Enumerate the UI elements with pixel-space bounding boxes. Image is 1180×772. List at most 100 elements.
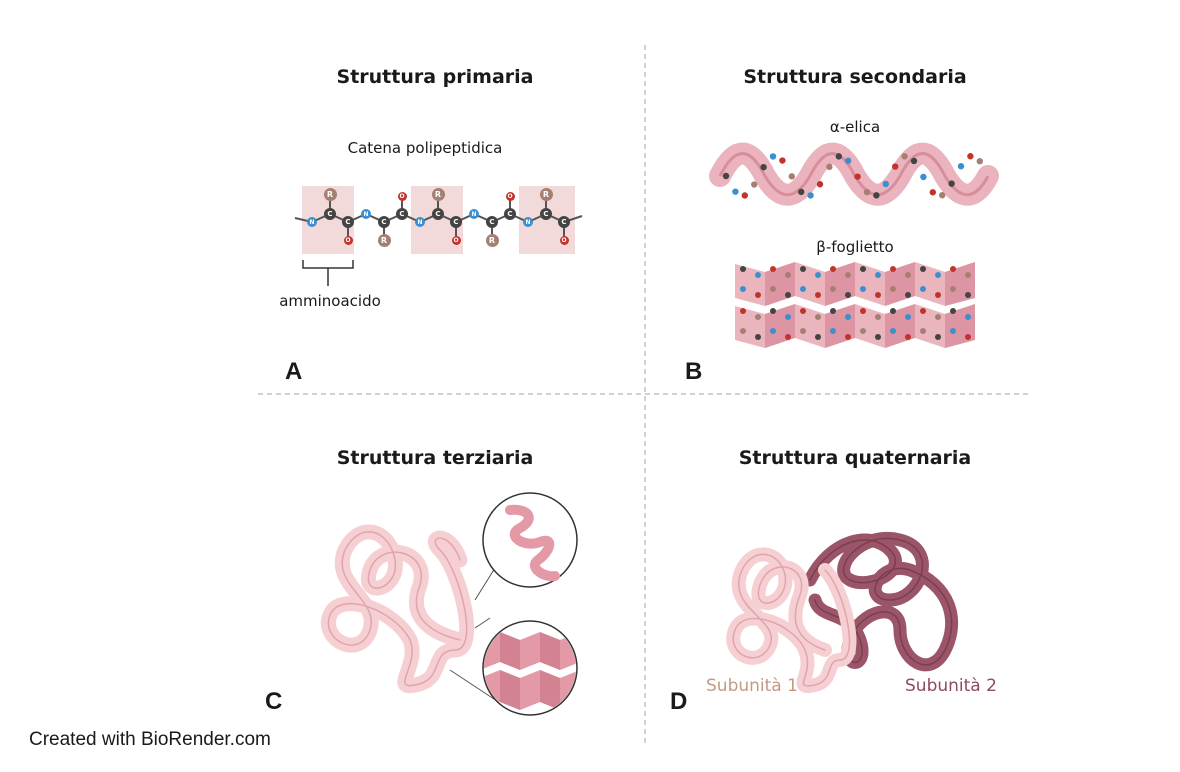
panel-a-subtitle: Catena polipeptidica [347, 139, 503, 157]
helix-atom [732, 188, 739, 195]
sheet-atom [740, 308, 746, 314]
helix-atom [882, 180, 889, 188]
sheet-atom [935, 334, 941, 340]
sheet-atom [785, 272, 791, 278]
atom-n: N [361, 209, 371, 219]
sheet-atom [890, 328, 896, 334]
sheet-atom [755, 314, 761, 320]
sheet-atom [920, 266, 926, 272]
sheet-atom [965, 314, 971, 320]
helix-atom [816, 181, 824, 188]
helix-atom [741, 192, 748, 199]
amminoacido-bracket [302, 260, 354, 286]
panel-d-letter: D [670, 688, 688, 715]
sheet-atom [755, 272, 761, 278]
panel-d-title: Struttura quaternaria [738, 447, 972, 469]
helix-atom [722, 172, 730, 180]
beta-sheet [735, 262, 975, 348]
helix-atom [807, 192, 814, 199]
sheet-atom [845, 334, 851, 340]
helix-atom [760, 163, 767, 171]
amminoacido-label: amminoacido [279, 292, 381, 310]
atom-n: N [415, 217, 425, 227]
helix-atom [788, 173, 795, 180]
sheet-atom [965, 334, 971, 340]
atom-o: O [397, 191, 407, 201]
sheet-atom [950, 328, 956, 334]
atom-r: R [485, 233, 499, 247]
sheet-atom [830, 286, 836, 292]
atom-c: C [342, 216, 354, 228]
sheet-atom [755, 292, 761, 298]
atom-o: O [559, 235, 569, 245]
sheet-atom [860, 286, 866, 292]
helix-atom [826, 163, 833, 171]
sheet-atom [875, 334, 881, 340]
sheet-atom [890, 266, 896, 272]
sheet-atom [950, 286, 956, 292]
beta-sheet-label: β-foglietto [816, 238, 894, 256]
atom-c: C [324, 208, 336, 220]
sheet-atom [935, 314, 941, 320]
sheet-atom [770, 286, 776, 292]
atom-r: R [539, 187, 553, 201]
sheet-atom [950, 308, 956, 314]
sheet-atom [845, 314, 851, 320]
sheet-atom [770, 266, 776, 272]
sheet-atom [935, 272, 941, 278]
helix-atom [920, 173, 927, 181]
sheet-atom [860, 328, 866, 334]
helix-atom [751, 181, 758, 188]
alpha-helix [709, 142, 999, 206]
atom-r: R [431, 187, 445, 201]
helix-atom [957, 163, 965, 170]
panel-c-letter: C [265, 688, 283, 715]
helix-atom [769, 153, 777, 160]
atom-c: C [504, 208, 516, 220]
sheet-atom [905, 314, 911, 320]
sheet-atom [815, 272, 821, 278]
biorender-credit: Created with BioRender.com [29, 729, 271, 750]
atom-o: O [343, 235, 353, 245]
sheet-atom [965, 272, 971, 278]
sheet-atom [815, 334, 821, 340]
helix-atom [873, 192, 880, 199]
subunit-2-label: Subunità 2 [905, 676, 997, 696]
atom-c: C [540, 208, 552, 220]
sheet-atom [800, 308, 806, 314]
sheet-atom [740, 286, 746, 292]
sheet-atom [890, 308, 896, 314]
sheet-atom [950, 266, 956, 272]
sheet-atom [800, 286, 806, 292]
sheet-atom [800, 328, 806, 334]
sheet-atom [785, 292, 791, 298]
helix-atom [798, 188, 805, 196]
sheet-atom [890, 286, 896, 292]
tertiary-fold [320, 492, 578, 716]
sheet-atom [755, 334, 761, 340]
atom-r: R [323, 187, 337, 201]
helix-atom [863, 188, 871, 196]
sheet-atom [845, 292, 851, 298]
atom-c: C [378, 216, 390, 228]
sheet-atom [785, 334, 791, 340]
sheet-atom [860, 308, 866, 314]
helix-atom [948, 180, 955, 187]
helix-atom [910, 157, 918, 165]
helix-atom [939, 192, 946, 199]
atom-o: O [505, 191, 515, 201]
sheet-atom [905, 292, 911, 298]
subunit-1-label: Subunità 1 [706, 676, 798, 696]
atom-c: C [432, 208, 444, 220]
sheet-atom [920, 286, 926, 292]
sheet-atom [830, 308, 836, 314]
helix-atom [779, 157, 786, 164]
atom-c: C [486, 216, 498, 228]
atom-n: N [523, 217, 533, 227]
sheet-atom [875, 314, 881, 320]
sheet-atom [830, 266, 836, 272]
sheet-atom [965, 292, 971, 298]
helix-atom [901, 153, 908, 160]
quaternary-fold [726, 531, 959, 693]
